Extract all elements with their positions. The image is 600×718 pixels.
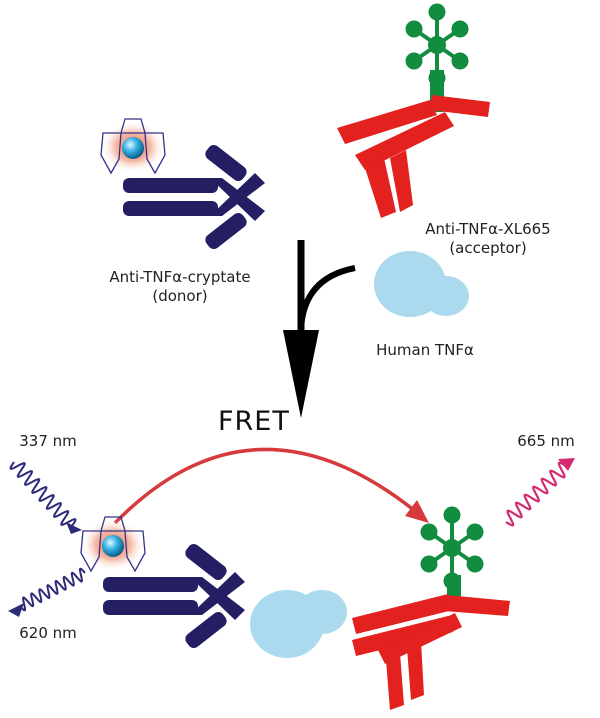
acceptor-role: (acceptor) — [449, 239, 527, 257]
xl665-icon-top — [403, 1, 471, 89]
donor-emission-wave — [8, 567, 86, 617]
binding-arrow — [283, 240, 356, 418]
tnf-alpha-top — [374, 251, 469, 317]
cryptate-icon-bottom — [80, 516, 146, 572]
donor-role: (donor) — [152, 287, 208, 305]
xl665-icon-bottom — [418, 504, 486, 592]
excitation-wave — [9, 461, 82, 534]
donor-name: Anti-TNFα-cryptate — [109, 268, 251, 286]
donor-antibody-bottom — [103, 543, 245, 649]
acceptor-name: Anti-TNFα-XL665 — [425, 220, 551, 238]
fret-label: FRET — [218, 406, 290, 437]
acceptor-antibody-top — [337, 70, 490, 218]
acceptor-emission-wave — [505, 458, 575, 527]
acceptor-antibody-bottom — [352, 575, 510, 710]
donor-emission-label: 620 nm — [19, 624, 77, 642]
acceptor-label: Anti-TNFα-XL665 (acceptor) — [408, 220, 568, 258]
donor-label: Anti-TNFα-cryptate (donor) — [95, 268, 265, 306]
tnf-alpha-bottom — [250, 590, 347, 658]
cryptate-icon-top — [100, 118, 166, 174]
acceptor-emission-label: 665 nm — [517, 432, 575, 450]
fret-arrow — [113, 447, 429, 525]
excitation-label: 337 nm — [19, 432, 77, 450]
antigen-label: Human TNFα — [376, 341, 474, 359]
donor-antibody-top — [123, 144, 265, 250]
